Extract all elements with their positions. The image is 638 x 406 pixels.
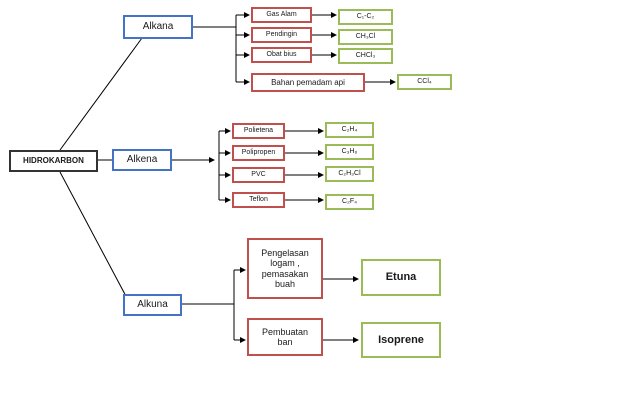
formula-node-c1-c2: C₁-C₂	[338, 9, 393, 25]
use-node-polietena: Polietena	[232, 123, 285, 139]
class-node-alkana: Alkana	[123, 15, 193, 39]
formula-node-ccl4: CCl₄	[397, 74, 452, 90]
use-node-bahan-pemadam-api: Bahan pemadam api	[251, 73, 365, 92]
use-node-pengelasan-logam: Pengelasan logam , pemasakan buah	[247, 238, 323, 299]
use-node-teflon: Teflon	[232, 192, 285, 208]
use-node-gas-alam: Gas Alam	[251, 7, 312, 23]
use-node-pembuatan-ban: Pembuatan ban	[247, 318, 323, 356]
use-node-polipropen: Polipropen	[232, 145, 285, 161]
formula-node-c3h6: C₃H₆	[325, 144, 374, 160]
formula-node-c2h3cl: C₂H₃Cl	[325, 166, 374, 182]
root-node-hidrokarbon: HIDROKARBON	[9, 150, 98, 172]
formula-node-c2h4: C₂H₄	[325, 122, 374, 138]
class-node-alkena: Alkena	[112, 149, 172, 171]
use-node-obat-bius: Obat bius	[251, 47, 312, 63]
formula-node-chcl3: CHCl₃	[338, 48, 393, 64]
use-node-pvc: PVC	[232, 167, 285, 183]
result-node-isoprene: Isoprene	[361, 322, 441, 358]
result-node-etuna: Etuna	[361, 259, 441, 296]
formula-node-ch3cl: CH₃Cl	[338, 29, 393, 45]
class-node-alkuna: Alkuna	[123, 294, 182, 316]
formula-node-c2f4: C₂F₄	[325, 194, 374, 210]
use-node-pendingin: Pendingin	[251, 27, 312, 43]
